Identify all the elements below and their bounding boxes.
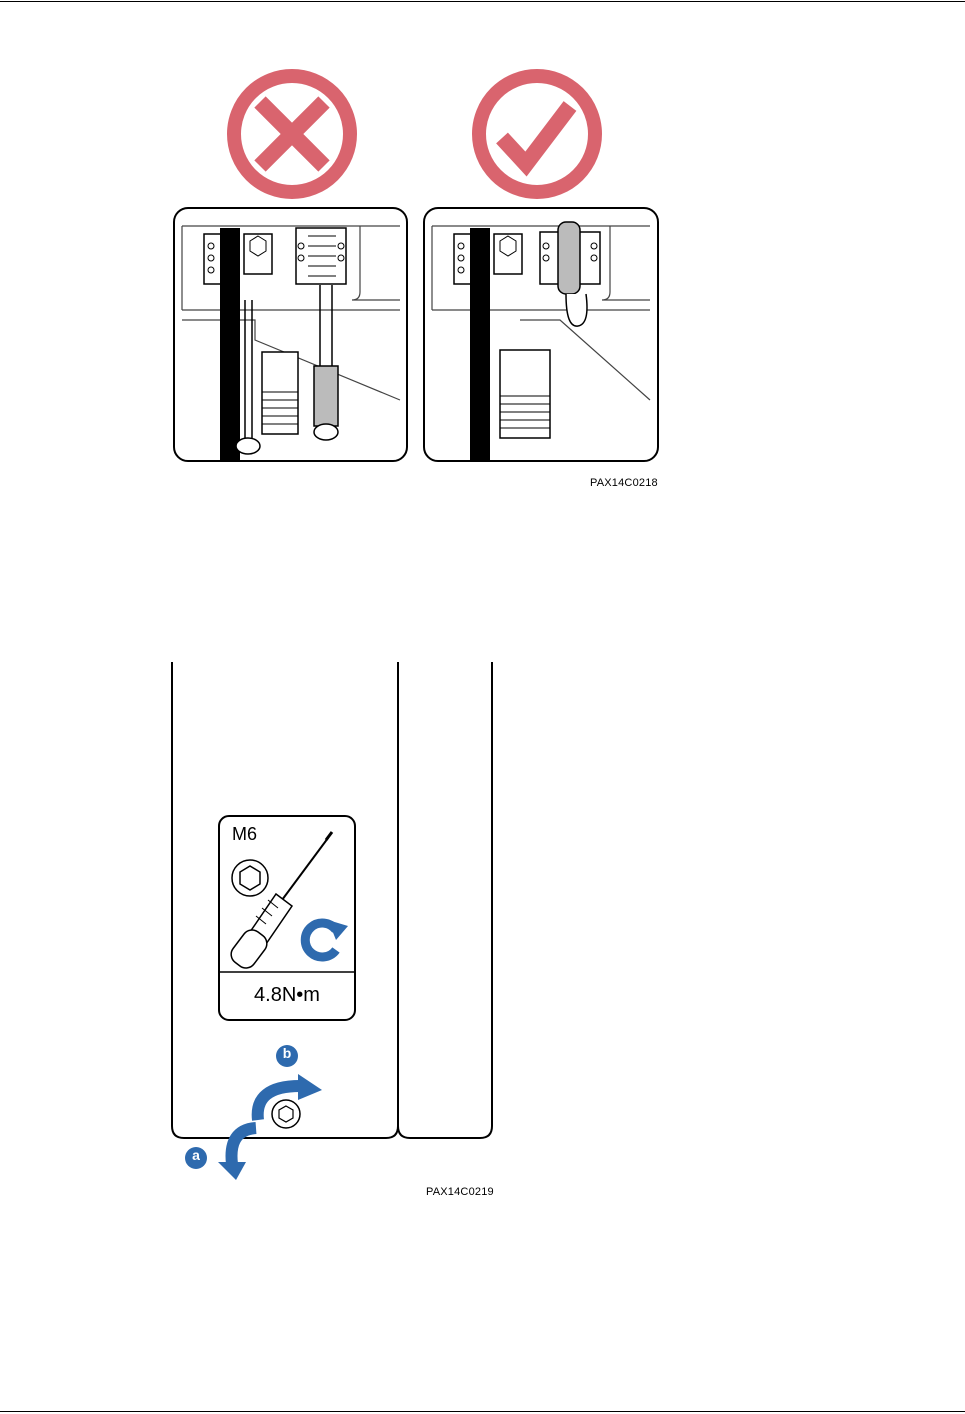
rotate-arrow-a-icon [218, 1128, 256, 1180]
screw-size-label: M6 [232, 824, 257, 845]
torque-value: 4.8N•m [219, 984, 355, 1007]
step-b-label: b [280, 1045, 294, 1061]
figure-2-caption: PAX14C0219 [426, 1186, 494, 1198]
figure-2 [0, 0, 965, 1200]
hex-screw-icon [272, 1100, 300, 1128]
footer-rule [0, 1411, 965, 1412]
step-a-label: a [189, 1147, 203, 1163]
